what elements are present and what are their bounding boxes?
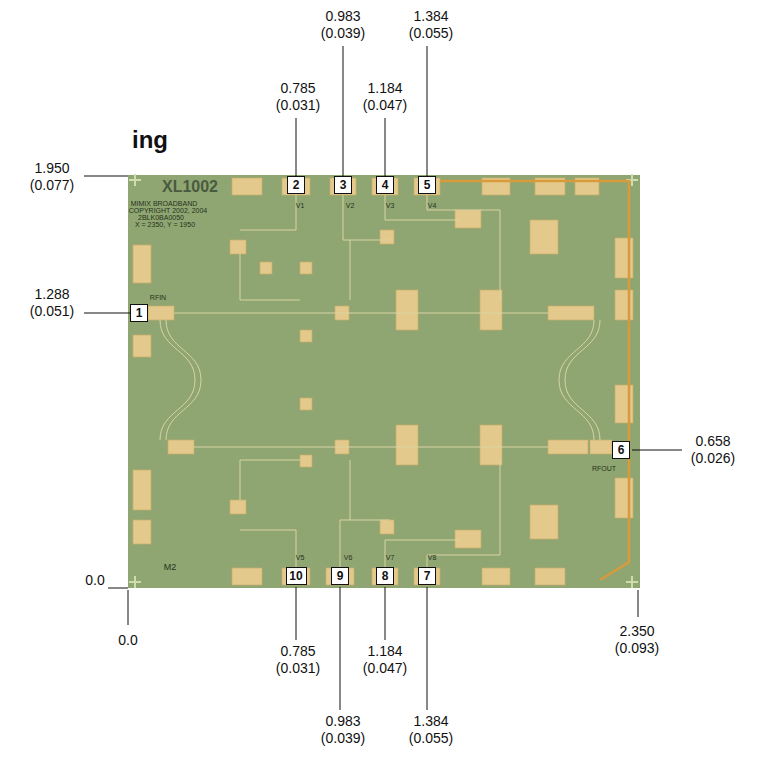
pad-number-box: 3 — [334, 176, 352, 194]
dimension-label: 1.950 (0.077) — [23, 160, 81, 194]
signal-name: V3 — [386, 202, 395, 209]
pad-number-box: 4 — [376, 176, 394, 194]
signal-name: RFIN — [150, 294, 166, 301]
dimension-label: 0.785 (0.031) — [269, 80, 327, 114]
pad-number: 1 — [131, 307, 147, 319]
pad-number-box: 5 — [418, 176, 436, 194]
signal-name: V7 — [386, 554, 395, 561]
signal-name: RFOUT — [592, 465, 616, 472]
die-marking: COPYRIGHT 2002, 2004 — [129, 207, 207, 214]
drawing-heading: ing — [132, 127, 168, 153]
dimension-label: 1.384 (0.055) — [402, 713, 460, 747]
die-marking: MIMIX BROADBAND — [131, 200, 198, 207]
signal-name: V5 — [296, 554, 305, 561]
pad-number: 8 — [377, 570, 393, 582]
dimension-label: 0.785 (0.031) — [269, 643, 327, 677]
die-marking: 2BLK0BA0050 — [138, 214, 184, 221]
bond-pads — [133, 178, 633, 585]
traces — [160, 195, 600, 568]
die-marking: X = 2350, Y = 1950 — [135, 221, 195, 228]
signal-name: V2 — [346, 202, 355, 209]
die-body — [128, 175, 640, 588]
signal-name: V4 — [428, 202, 437, 209]
corner-marks — [129, 174, 638, 588]
pad-number-box: 8 — [376, 567, 394, 585]
die-mark: M2 — [164, 563, 177, 573]
dimension-label: 0.983 (0.039) — [314, 713, 372, 747]
dimension-label: 1.288 (0.051) — [23, 286, 81, 320]
pad-number-box: 9 — [331, 567, 349, 585]
dimension-label: 0.0 — [118, 632, 137, 649]
pad-number: 4 — [377, 179, 393, 191]
pad-number-box: 10 — [286, 567, 307, 585]
dimension-label: 0.0 — [85, 572, 104, 589]
signal-name: V8 — [428, 554, 437, 561]
dimension-label: 1.384 (0.055) — [402, 8, 460, 42]
pad-number: 7 — [419, 570, 435, 582]
signal-name: V1 — [296, 202, 305, 209]
pad-number-box: 1 — [130, 304, 148, 322]
pad-number: 2 — [288, 179, 304, 191]
pad-number: 5 — [419, 179, 435, 191]
pad-number-box: 6 — [612, 441, 630, 459]
dimension-label: 1.184 (0.047) — [356, 80, 414, 114]
dimension-label: 0.983 (0.039) — [314, 8, 372, 42]
signal-name: V6 — [344, 554, 353, 561]
dimension-label: 2.350 (0.093) — [608, 623, 666, 657]
pad-number: 6 — [613, 444, 629, 456]
pad-number: 3 — [335, 179, 351, 191]
dimension-lines — [84, 46, 682, 710]
pad-number: 9 — [332, 570, 348, 582]
pad-number-box: 7 — [418, 567, 436, 585]
pad-number-box: 2 — [287, 176, 305, 194]
pad-number: 10 — [287, 570, 306, 582]
bias-trace — [440, 181, 629, 580]
dimension-label: 0.658 (0.026) — [684, 433, 742, 467]
die-name: XL1002 — [162, 178, 218, 196]
dimension-label: 1.184 (0.047) — [356, 643, 414, 677]
